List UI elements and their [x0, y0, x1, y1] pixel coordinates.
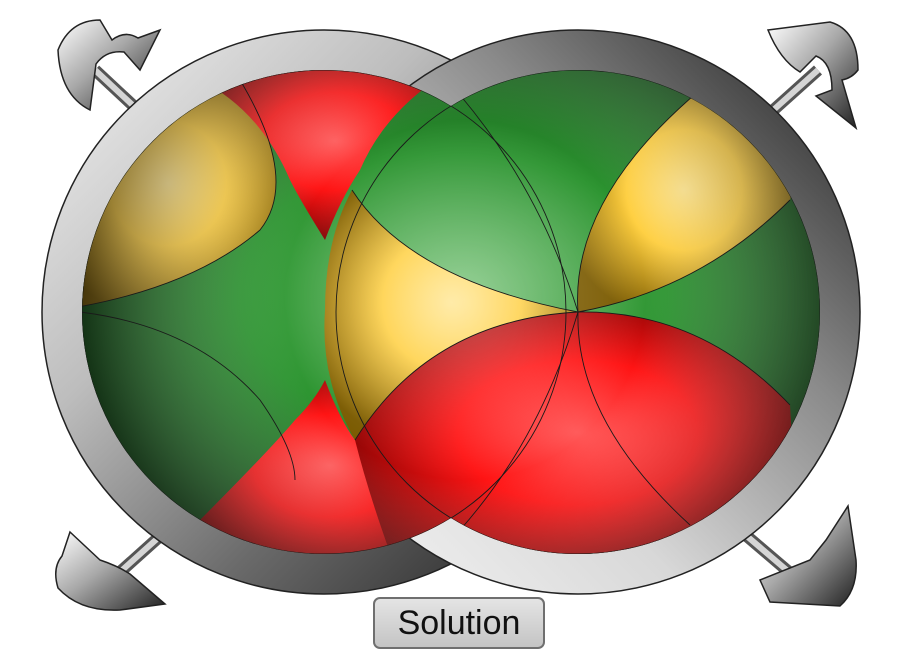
solution-button[interactable]: Solution [373, 597, 545, 649]
rotate-arrow-icon [55, 530, 167, 611]
pieces-layer [82, 70, 820, 554]
rotate-arrow-icon [758, 503, 857, 607]
cut-lines [82, 70, 820, 554]
rotate-arrow-icon [57, 19, 162, 112]
rotate-arrow-icon [766, 21, 859, 131]
